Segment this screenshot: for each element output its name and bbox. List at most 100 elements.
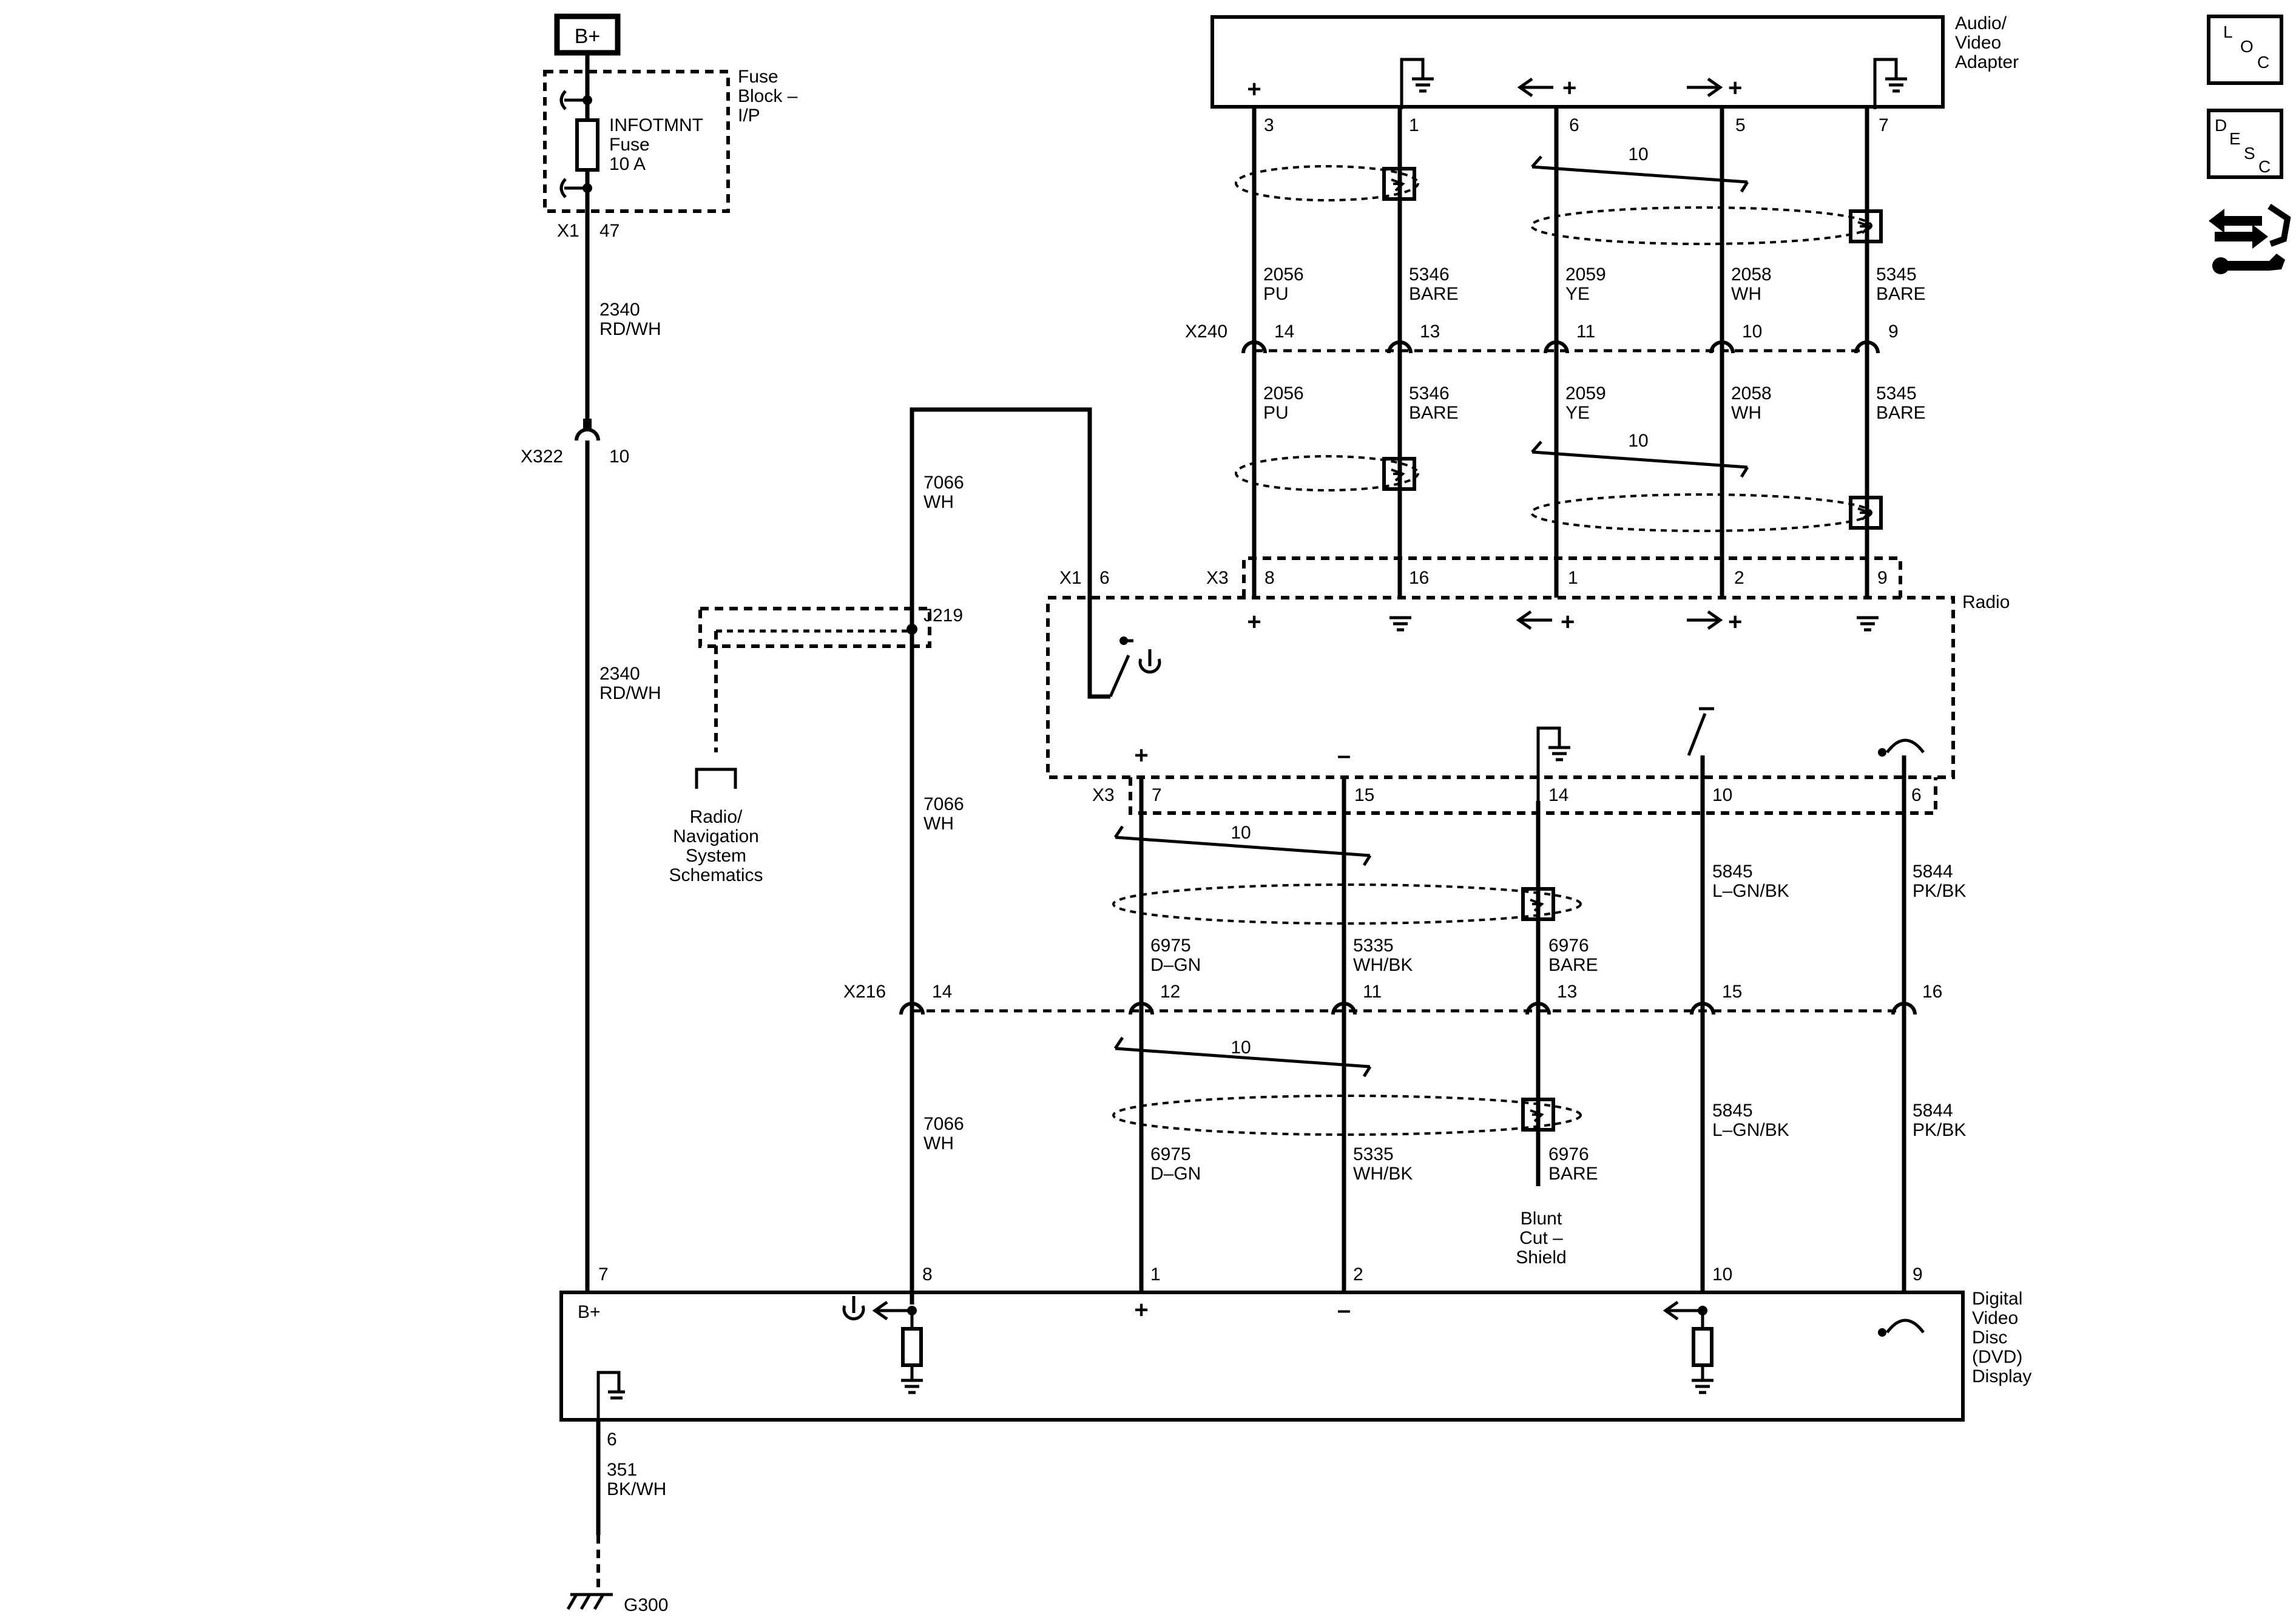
radio-bottom-pin-4: 10: [1712, 785, 1732, 805]
splice-j219-label: J219: [923, 606, 963, 626]
x240-pin-5: 9: [1888, 322, 1899, 342]
wire-7066-color-1: WH: [923, 492, 954, 512]
dvd-pin-power: 8: [922, 1264, 933, 1284]
wire-2056-number-1: 2056: [1263, 265, 1304, 285]
x1-pin: 47: [599, 221, 620, 241]
wire-6976-number-2: 6976: [1548, 1144, 1589, 1164]
av-adapter-label-3: Adapter: [1955, 52, 2019, 72]
wire-7066-color-2: WH: [923, 814, 954, 834]
av-adapter-label-2: Video: [1955, 33, 2001, 53]
wire-5335-color-1: WH/BK: [1353, 955, 1413, 975]
blunt-cut-label-2: Cut –: [1519, 1228, 1563, 1248]
wire-2340-upper: 2340 RD/WH: [585, 231, 661, 419]
wire-2056-color-2: PU: [1263, 403, 1289, 423]
wire-2340-number: 2340: [599, 300, 640, 320]
x322-label: X322: [521, 447, 563, 467]
wire-5844-color-1: PK/BK: [1913, 881, 1966, 901]
sensor-icon: [1886, 1318, 1925, 1334]
fuse-rating: 10 A: [609, 154, 646, 174]
av-plus-sign: +: [1247, 76, 1261, 103]
wire-6975-color-1: D–GN: [1150, 955, 1201, 975]
wire-7066-number-1: 7066: [923, 473, 964, 493]
wire-2059-number-1: 2059: [1565, 265, 1606, 285]
radio-plus-sign: +: [1247, 609, 1261, 635]
av-pin-2: 1: [1409, 115, 1419, 135]
wire-6976-number-1: 6976: [1548, 936, 1589, 956]
av-adapter-label-1: Audio/: [1955, 13, 2007, 33]
x240-pin-4: 10: [1742, 322, 1762, 342]
dvd-minus-sign: –: [1337, 1297, 1351, 1323]
wire-5845-number-2: 5845: [1712, 1101, 1753, 1121]
wire-7066-number-2: 7066: [923, 794, 964, 814]
resistor-icon: [901, 1327, 923, 1367]
radio-top-pin-5: 9: [1877, 568, 1888, 588]
radio-bottom-pin-1: 7: [1152, 785, 1162, 805]
input-arrow-icon: [1516, 610, 1552, 630]
wire-5346-number-1: 5346: [1409, 265, 1450, 285]
wire-2058-number-2: 2058: [1731, 383, 1772, 403]
fuse-block-label-1: Fuse: [738, 67, 778, 87]
x240-label: X240: [1185, 322, 1227, 342]
desc-letter-e: E: [2229, 129, 2241, 148]
input-arrow-icon: [872, 1300, 912, 1321]
wire-351-number: 351: [607, 1460, 637, 1480]
wire-6975-number-2: 6975: [1150, 1144, 1191, 1164]
wire-2059-color-2: YE: [1565, 403, 1590, 423]
loc-letter-l: L: [2223, 22, 2233, 41]
radio-nav-label-3: System: [686, 846, 746, 866]
splice-j219-dot: [907, 624, 917, 635]
fuse-block-ip: Fuse Block – I/P INFOTMNT Fuse 10 A: [543, 53, 798, 231]
wire-351-color: BK/WH: [607, 1479, 666, 1499]
switch-icon: [1109, 654, 1130, 698]
b-plus-box-label: B+: [575, 25, 601, 48]
blunt-cut-label-1: Blunt: [1521, 1209, 1562, 1229]
wire-5844-color-2: PK/BK: [1913, 1120, 1966, 1140]
av-pin-1: 3: [1264, 115, 1274, 135]
radio-top-pin-3: 1: [1568, 568, 1578, 588]
resistor-icon: [1692, 1327, 1714, 1367]
desc-letter-s: S: [2244, 144, 2255, 163]
wire-5346-number-2: 5346: [1409, 383, 1450, 403]
twist-label-1: 10: [1628, 144, 1648, 164]
radio-bottom-pin-2: 15: [1354, 785, 1374, 805]
loc-button[interactable]: L O C: [2207, 15, 2283, 85]
x216-pin-3: 13: [1557, 982, 1577, 1002]
x322-pin: 10: [609, 447, 629, 467]
wire-5345-color-2: BARE: [1876, 403, 1926, 423]
desc-button[interactable]: D E S C: [2207, 109, 2283, 179]
wire-2059-number-2: 2059: [1565, 383, 1606, 403]
radio-to-dvd-wires: 10 6975 D–GN 5335 WH/BK 6976 BARE 5845 L…: [1112, 755, 1966, 1292]
fuse-block-label-2: Block –: [738, 86, 798, 106]
dvd-label-4: (DVD): [1972, 1347, 2022, 1367]
x216-pin-7066: 14: [932, 982, 952, 1002]
wire-5345-number-2: 5345: [1876, 383, 1917, 403]
radio-x1-pin: 6: [1099, 568, 1110, 588]
wire-5845-color-2: L–GN/BK: [1712, 1120, 1789, 1140]
radio-bottom-minus: –: [1337, 742, 1351, 769]
x216-pin-5: 16: [1922, 982, 1942, 1002]
wire-2058-number-1: 2058: [1731, 265, 1772, 285]
dvd-ground-pin: 6: [607, 1430, 617, 1450]
power-icon: [1138, 658, 1161, 673]
input-arrow-icon: [1663, 1300, 1703, 1321]
wire-5335-number-2: 5335: [1353, 1144, 1394, 1164]
wire-5346-color-1: BARE: [1409, 284, 1459, 304]
radio-navigation-reference: Radio/ Navigation System Schematics: [669, 607, 931, 885]
wire-6975-color-2: D–GN: [1150, 1164, 1201, 1184]
twist-label-3: 10: [1231, 823, 1251, 843]
blunt-cut-label-3: Shield: [1516, 1247, 1566, 1268]
x240-to-radio-section: 2056 PU 5346 BARE 2059 YE 2058 WH 5345 B…: [1235, 383, 1926, 532]
wire-2056-number-2: 2056: [1263, 383, 1304, 403]
wire-6975-number-1: 6975: [1150, 936, 1191, 956]
repair-button[interactable]: [2209, 203, 2291, 274]
ground-g300-label: G300: [624, 1595, 668, 1615]
radio-bottom-plus: +: [1134, 742, 1148, 769]
radio-label: Radio: [1962, 592, 2010, 612]
twist-label-2: 10: [1628, 431, 1648, 451]
wire-5345-color-1: BARE: [1876, 284, 1926, 304]
x240-pin-2: 13: [1420, 322, 1440, 342]
radio-top-pin-4: 2: [1734, 568, 1744, 588]
radio-x1-label: X1: [1059, 568, 1082, 588]
wire-5335-number-1: 5335: [1353, 936, 1394, 956]
x216-pin-4: 15: [1722, 982, 1742, 1002]
